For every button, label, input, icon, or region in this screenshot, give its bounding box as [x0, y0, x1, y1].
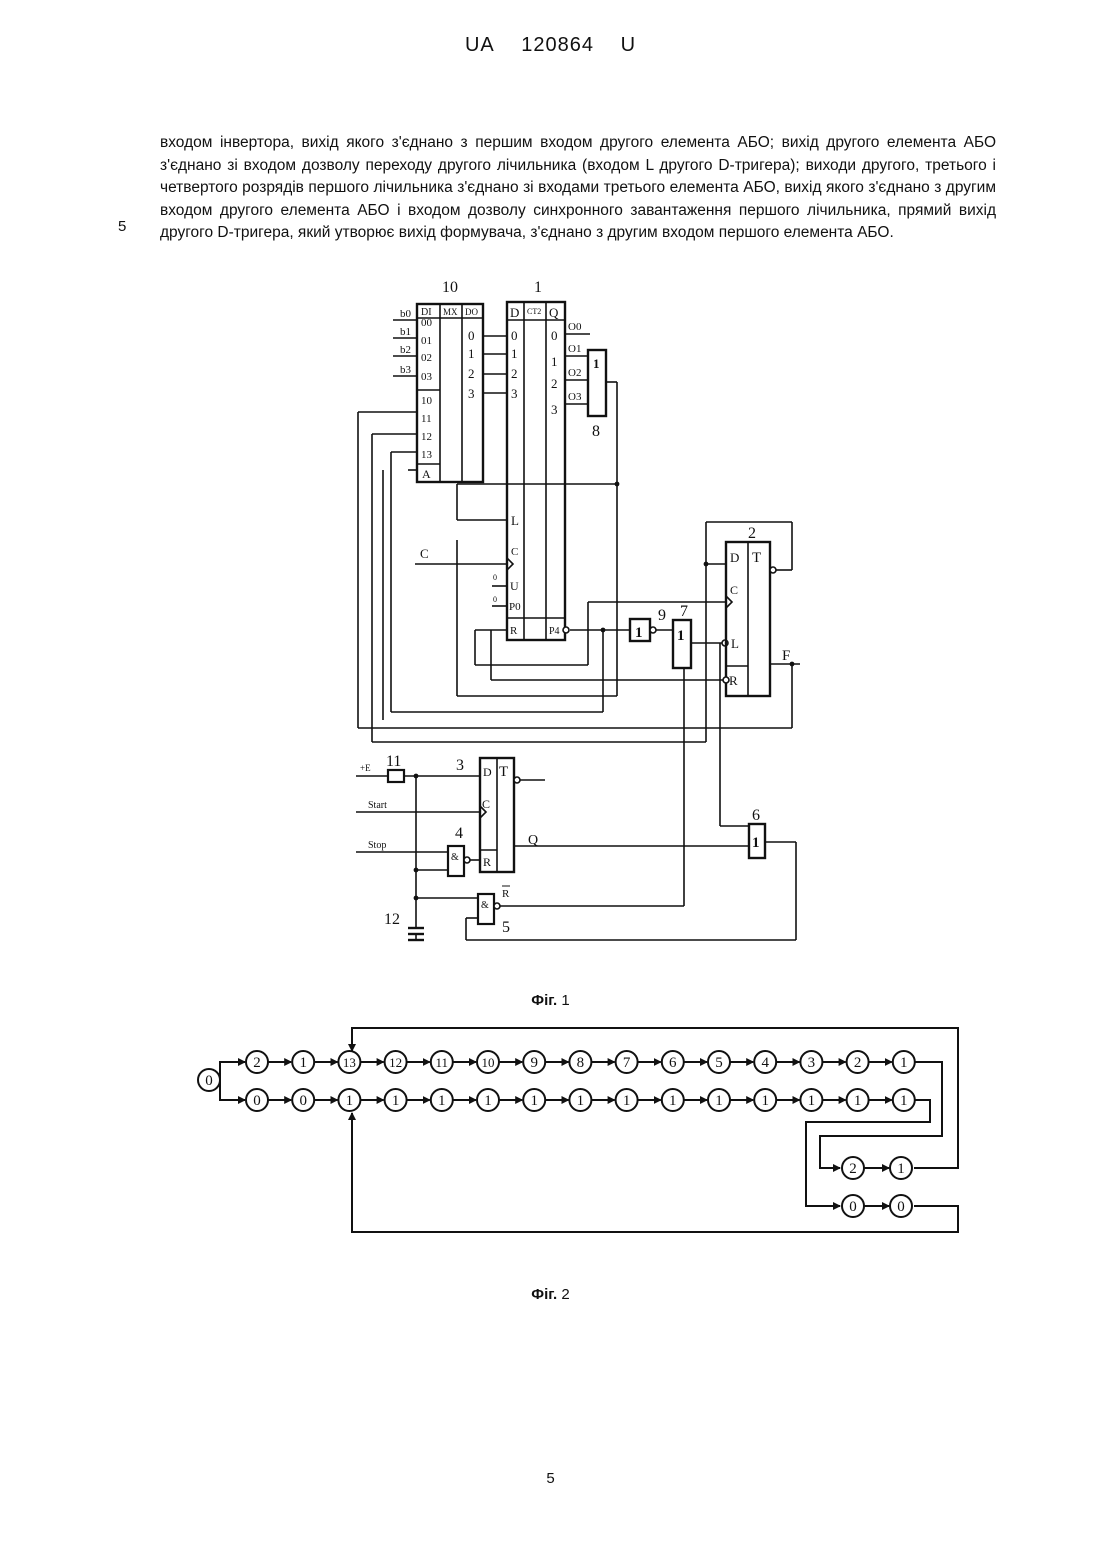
- state-branch-top-0: 2: [842, 1157, 864, 1179]
- svg-text:1: 1: [623, 1093, 631, 1109]
- svg-text:1: 1: [808, 1093, 816, 1109]
- svg-text:0: 0: [253, 1093, 261, 1109]
- state-branch-top-1: 1: [890, 1157, 912, 1179]
- state-branch-bottom-1: 0: [890, 1195, 912, 1217]
- state-bottom-7: 1: [569, 1089, 591, 1111]
- state-bottom-13: 1: [847, 1089, 869, 1111]
- svg-text:11: 11: [436, 1055, 449, 1070]
- state-bottom-11: 1: [754, 1089, 776, 1111]
- svg-text:7: 7: [623, 1055, 631, 1071]
- state-bottom-8: 1: [616, 1089, 638, 1111]
- state-top-13: 2: [847, 1051, 869, 1073]
- figure-2-caption-prefix: Фіг.: [531, 1286, 557, 1303]
- svg-text:1: 1: [900, 1055, 908, 1071]
- state-top-7: 8: [569, 1051, 591, 1073]
- state-start: 0: [198, 1069, 220, 1091]
- svg-text:0: 0: [205, 1073, 213, 1089]
- svg-text:0: 0: [299, 1093, 307, 1109]
- svg-text:8: 8: [577, 1055, 585, 1071]
- state-top-8: 7: [616, 1051, 638, 1073]
- state-top-11: 4: [754, 1051, 776, 1073]
- state-bottom-4: 1: [431, 1089, 453, 1111]
- state-top-4: 11: [431, 1051, 453, 1073]
- svg-text:1: 1: [392, 1093, 400, 1109]
- svg-text:1: 1: [900, 1093, 908, 1109]
- svg-text:2: 2: [854, 1055, 862, 1071]
- state-top-10: 5: [708, 1051, 730, 1073]
- svg-text:2: 2: [849, 1161, 857, 1177]
- state-top-3: 12: [385, 1051, 407, 1073]
- svg-text:12: 12: [389, 1055, 402, 1070]
- page-number: 5: [0, 1470, 1101, 1487]
- svg-text:0: 0: [849, 1199, 857, 1215]
- state-bottom-10: 1: [708, 1089, 730, 1111]
- state-bottom-0: 0: [246, 1089, 268, 1111]
- svg-text:0: 0: [897, 1199, 905, 1215]
- state-top-2: 13: [338, 1051, 360, 1073]
- state-top-6: 9: [523, 1051, 545, 1073]
- state-bottom-2: 1: [338, 1089, 360, 1111]
- svg-text:5: 5: [715, 1055, 723, 1071]
- svg-text:4: 4: [761, 1055, 769, 1071]
- state-bottom-6: 1: [523, 1089, 545, 1111]
- state-top-1: 1: [292, 1051, 314, 1073]
- state-bottom-12: 1: [800, 1089, 822, 1111]
- svg-text:3: 3: [808, 1055, 816, 1071]
- svg-text:1: 1: [897, 1161, 905, 1177]
- svg-text:9: 9: [530, 1055, 538, 1071]
- figure-2-caption: Фіг. 2: [0, 1286, 1101, 1303]
- state-branch-bottom-0: 0: [842, 1195, 864, 1217]
- state-bottom-9: 1: [662, 1089, 684, 1111]
- svg-text:1: 1: [346, 1093, 354, 1109]
- svg-text:1: 1: [715, 1093, 723, 1109]
- svg-text:1: 1: [438, 1093, 446, 1109]
- state-bottom-3: 1: [385, 1089, 407, 1111]
- state-bottom-1: 0: [292, 1089, 314, 1111]
- state-bottom-14: 1: [893, 1089, 915, 1111]
- svg-text:2: 2: [253, 1055, 261, 1071]
- state-bottom-5: 1: [477, 1089, 499, 1111]
- svg-text:1: 1: [530, 1093, 538, 1109]
- svg-text:1: 1: [761, 1093, 769, 1109]
- svg-text:6: 6: [669, 1055, 677, 1071]
- state-top-14: 1: [893, 1051, 915, 1073]
- state-top-12: 3: [800, 1051, 822, 1073]
- svg-text:1: 1: [854, 1093, 862, 1109]
- svg-text:1: 1: [299, 1055, 307, 1071]
- svg-text:1: 1: [669, 1093, 677, 1109]
- svg-text:1: 1: [484, 1093, 492, 1109]
- svg-text:1: 1: [577, 1093, 585, 1109]
- state-top-5: 10: [477, 1051, 499, 1073]
- state-top-0: 2: [246, 1051, 268, 1073]
- svg-text:13: 13: [343, 1055, 356, 1070]
- state-top-9: 6: [662, 1051, 684, 1073]
- figure-2-caption-number: 2: [561, 1286, 569, 1303]
- svg-text:10: 10: [482, 1055, 495, 1070]
